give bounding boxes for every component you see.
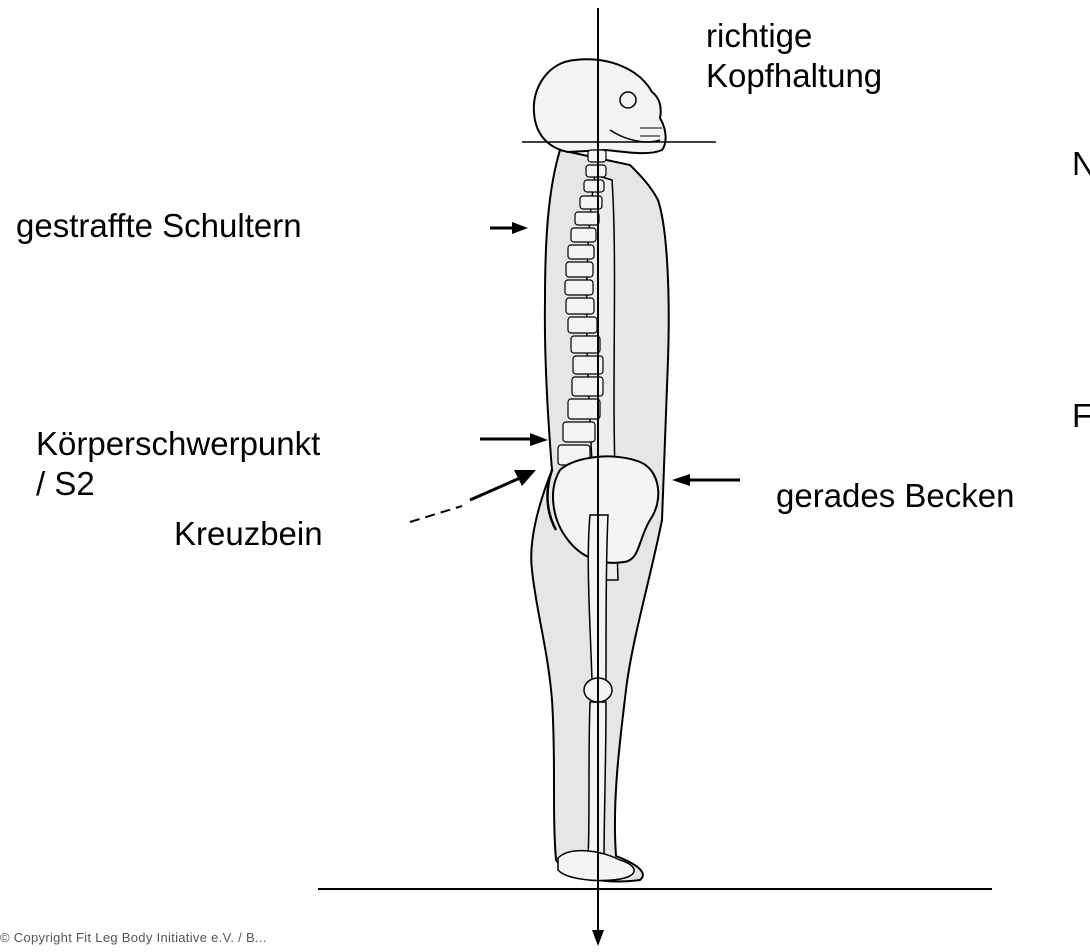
- label-head-posture-text: richtige Kopfhaltung: [706, 17, 882, 94]
- sacrum-arrow: [470, 478, 520, 500]
- label-center-of-gravity: Körperschwerpunkt / S2: [36, 424, 320, 504]
- label-pelvis: gerades Becken: [776, 476, 1015, 516]
- skull: [534, 59, 666, 153]
- label-cut-right-2: F: [1072, 396, 1090, 436]
- label-shoulders: gestraffte Schultern: [16, 206, 302, 246]
- copyright-notice: © Copyright Fit Leg Body Initiative e.V.…: [0, 930, 267, 946]
- foot-bones: [558, 851, 634, 881]
- label-center-of-gravity-text: Körperschwerpunkt / S2: [36, 425, 320, 502]
- sacrum-leader: [410, 506, 462, 522]
- label-head-posture: richtige Kopfhaltung: [706, 16, 882, 96]
- plumb-arrow-head: [592, 930, 604, 946]
- label-cut-right-1: N: [1072, 144, 1090, 184]
- label-sacrum: Kreuzbein: [174, 514, 323, 554]
